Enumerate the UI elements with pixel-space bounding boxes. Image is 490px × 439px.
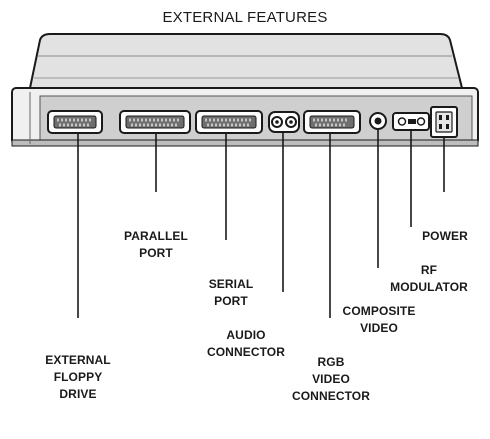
power-connector xyxy=(430,106,458,138)
label-power: POWER xyxy=(422,229,468,243)
composite-video-jack xyxy=(369,112,387,130)
computer-back-panel xyxy=(11,33,479,318)
diagram: EXTERNAL FEATURES xyxy=(11,9,479,403)
serial-port xyxy=(195,110,263,134)
rgb-video-connector xyxy=(303,110,361,134)
parallel-port xyxy=(119,110,191,134)
diagram-title: EXTERNAL FEATURES xyxy=(162,9,328,26)
leader-lines xyxy=(77,129,445,318)
case-top xyxy=(28,33,464,89)
floppy-drive-connector xyxy=(47,110,103,134)
rf-modulator-connector xyxy=(392,112,430,131)
audio-connector xyxy=(268,111,300,133)
